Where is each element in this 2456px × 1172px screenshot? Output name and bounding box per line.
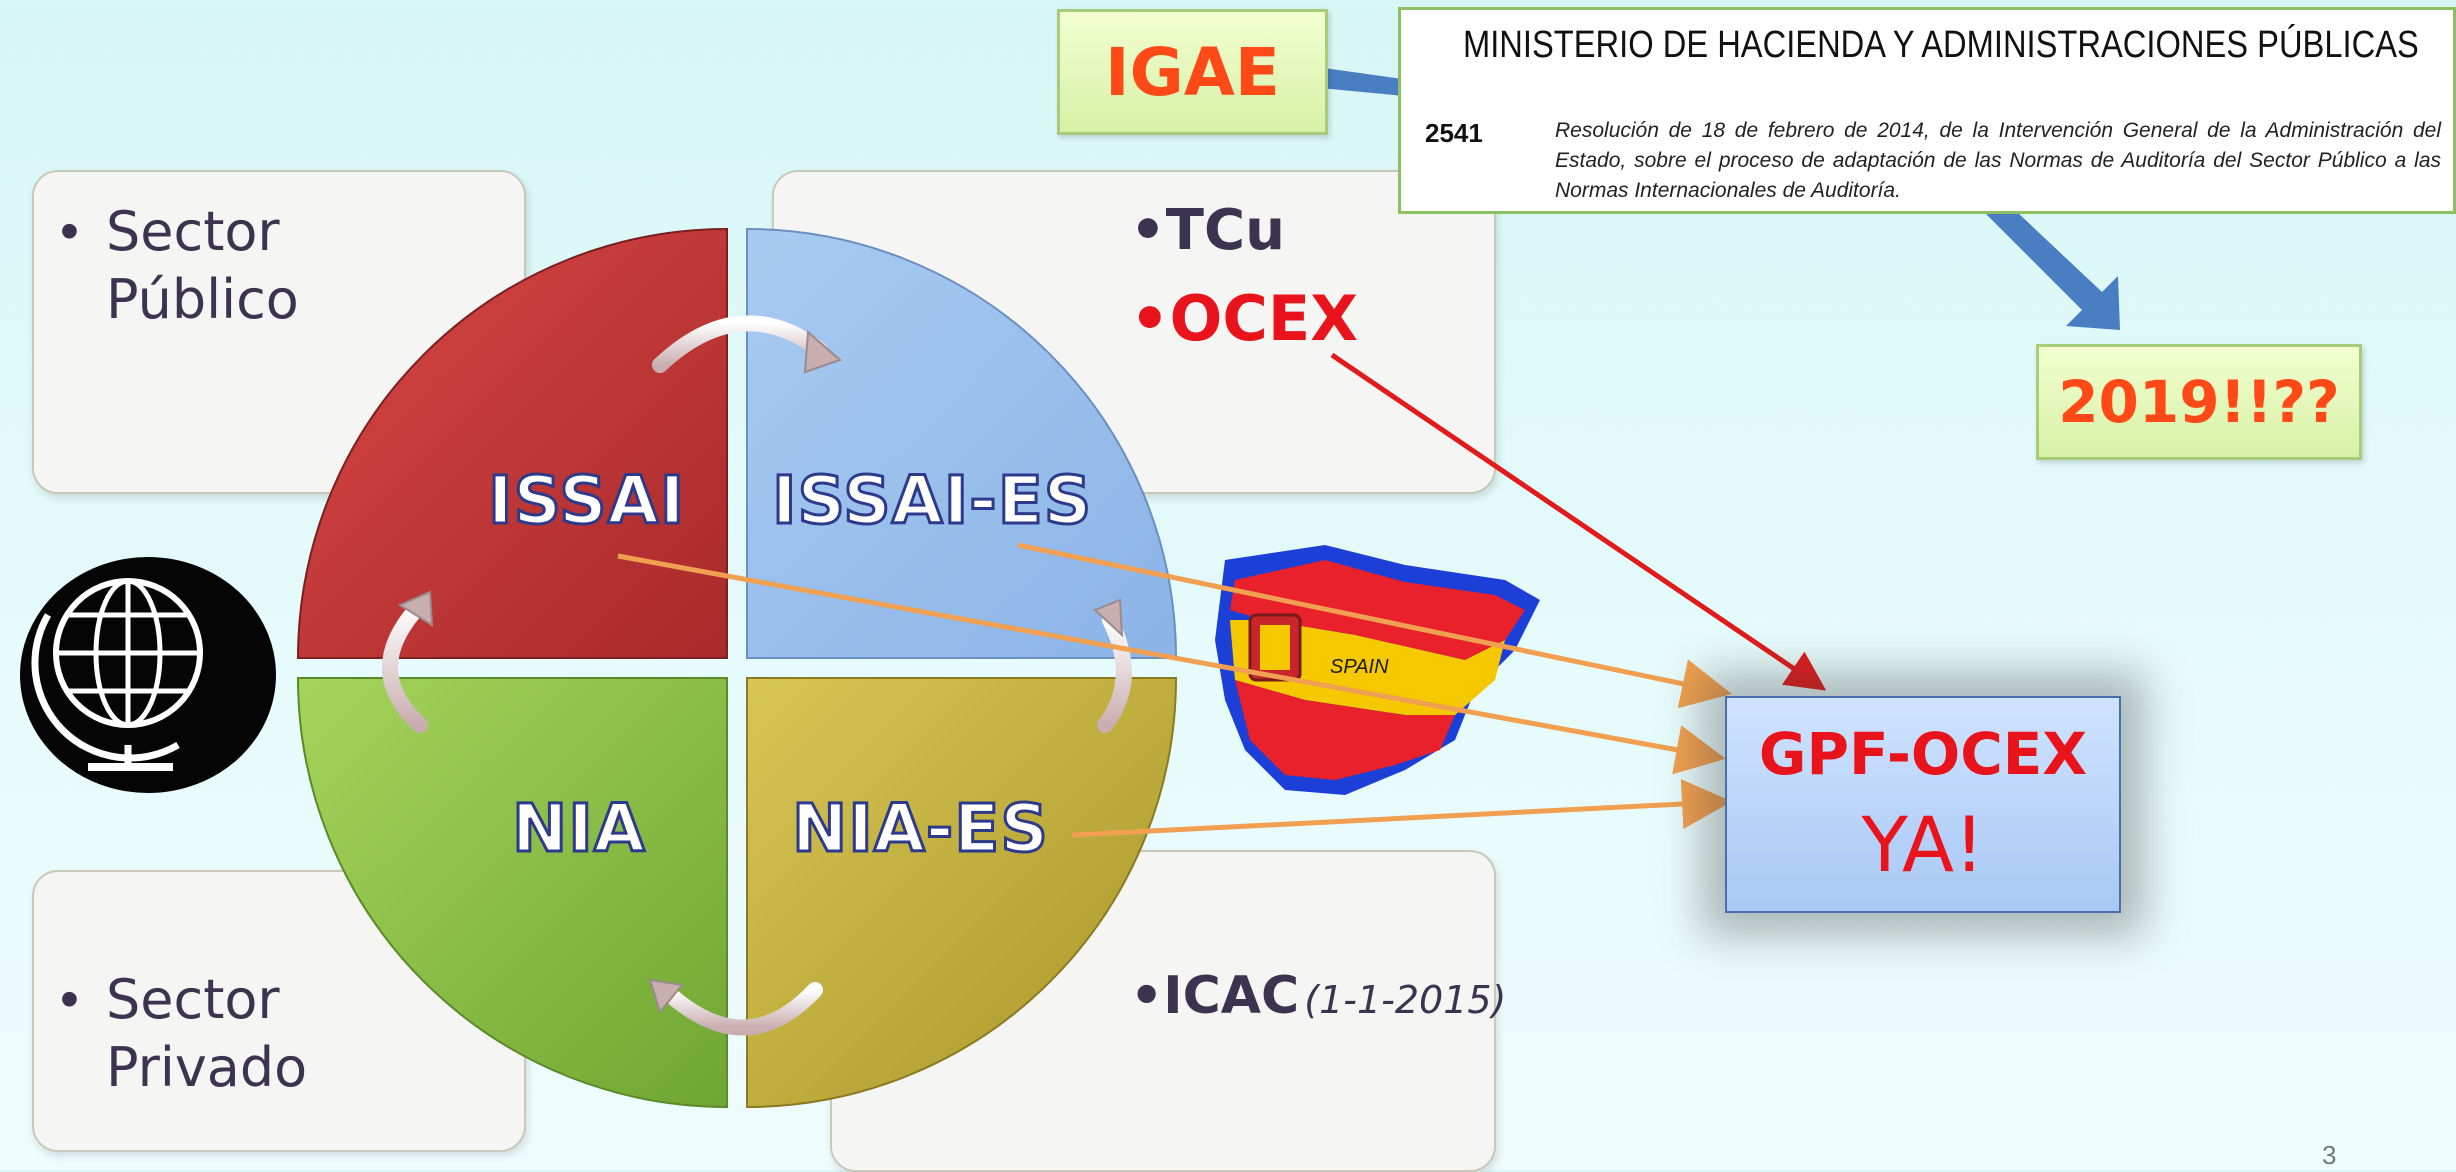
arrow-nia-es-to-gpf [1071, 779, 1732, 838]
sector-publico-bullet: • [60, 201, 79, 261]
gpf-ocex-label: GPF-OCEX [1758, 720, 2088, 788]
arrow-issai-es-to-gpf [1017, 542, 1732, 709]
arrow-issai-to-gpf [617, 553, 1726, 775]
nia-quadrant [296, 677, 728, 1109]
issai-es-quadrant [746, 227, 1178, 659]
issai-label: ISSAI [486, 461, 686, 541]
gpf-ocex-box: GPF-OCEX YA! [1725, 696, 2121, 913]
cycle-arrows [382, 315, 1132, 1036]
spain-map-label: SPAIN [1330, 656, 1389, 678]
icac-text: •ICAC [1130, 966, 1300, 1026]
igae-label: IGAE [1105, 33, 1280, 111]
igae-box: IGAE [1057, 9, 1328, 135]
nia-es-label: NIA-ES [791, 789, 1050, 869]
sector-privado-line1: Sector [106, 968, 280, 1031]
boe-number: 2541 [1425, 118, 1483, 148]
icac-date: (1-1-2015) [1304, 978, 1507, 1022]
sector-privado-bullet: • [60, 969, 79, 1029]
nia-es-quadrant [746, 677, 1178, 1109]
icac-label: •ICAC (1-1-2015) [1130, 966, 1506, 1026]
ocex-label: •OCEX [1130, 282, 1358, 355]
boe-resolution-text: Resolución de 18 de febrero de 2014, de … [1555, 119, 2441, 202]
tcu-label: •TCu [1130, 198, 1285, 263]
issai-es-label: ISSAI-ES [770, 461, 1093, 541]
sector-privado-line2: Privado [106, 1036, 308, 1099]
spain-map: SPAIN [1215, 545, 1540, 795]
ya-label: YA! [1861, 800, 1985, 889]
sector-publico-label: Sector Público [106, 198, 299, 334]
arrow-ocex-to-gpf [1330, 352, 1827, 691]
year-2019-label: 2019!!?? [2058, 368, 2340, 436]
sector-privado-label: Sector Privado [106, 966, 307, 1102]
boe-excerpt: MINISTERIO DE HACIENDA Y ADMINISTRACIONE… [1398, 7, 2456, 214]
globe-icon [20, 557, 276, 793]
nia-label: NIA [511, 789, 647, 869]
slide-number: 3 [2322, 1140, 2337, 1170]
cycle-arrowheads [397, 329, 1124, 1015]
arrow-boe-to-year [1984, 196, 2120, 330]
year-2019-box: 2019!!?? [2036, 344, 2362, 460]
sector-publico-line1: Sector [106, 200, 280, 263]
issai-quadrant [296, 227, 728, 659]
boe-ministry: MINISTERIO DE HACIENDA Y ADMINISTRACIONE… [1463, 24, 2419, 66]
sector-publico-line2: Público [106, 268, 299, 331]
